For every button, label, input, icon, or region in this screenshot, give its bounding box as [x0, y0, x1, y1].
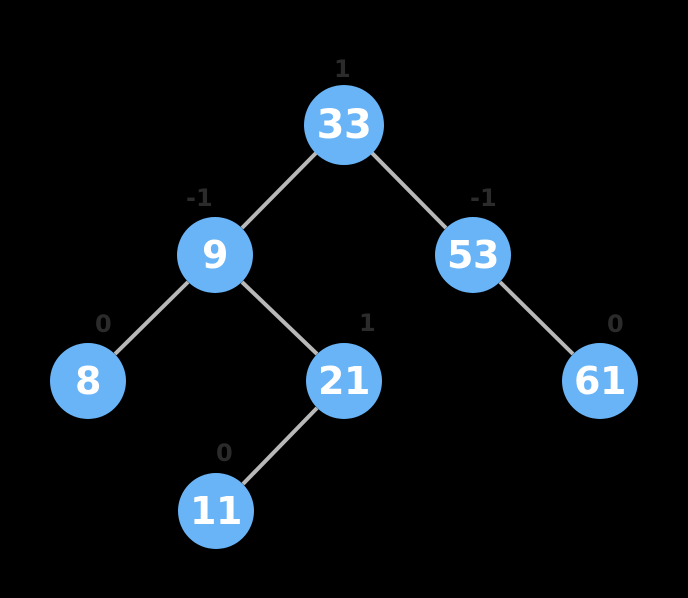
tree-edge: [498, 280, 575, 356]
tree-node-21[interactable]: 21: [306, 343, 382, 419]
balance-factor-label-53: -1: [470, 184, 497, 212]
tree-edge: [240, 151, 318, 230]
tree-node-9[interactable]: 9: [177, 217, 253, 293]
tree-node-61[interactable]: 61: [562, 343, 638, 419]
tree-node-8[interactable]: 8: [50, 343, 126, 419]
tree-node-33[interactable]: 33: [304, 85, 384, 165]
tree-edge: [370, 151, 448, 230]
balance-factor-label-8: 0: [95, 310, 112, 338]
balance-factor-label-21: 1: [359, 309, 376, 337]
tree-edge: [113, 280, 190, 356]
tree-node-53[interactable]: 53: [435, 217, 511, 293]
balance-factor-label-9: -1: [186, 184, 213, 212]
balance-factor-label-11: 0: [216, 439, 233, 467]
balance-factor-label-33: 1: [334, 55, 351, 83]
tree-edge: [240, 280, 319, 356]
tree-node-11[interactable]: 11: [178, 473, 254, 549]
balance-factor-label-61: 0: [607, 310, 624, 338]
tree-edge: [241, 406, 319, 486]
